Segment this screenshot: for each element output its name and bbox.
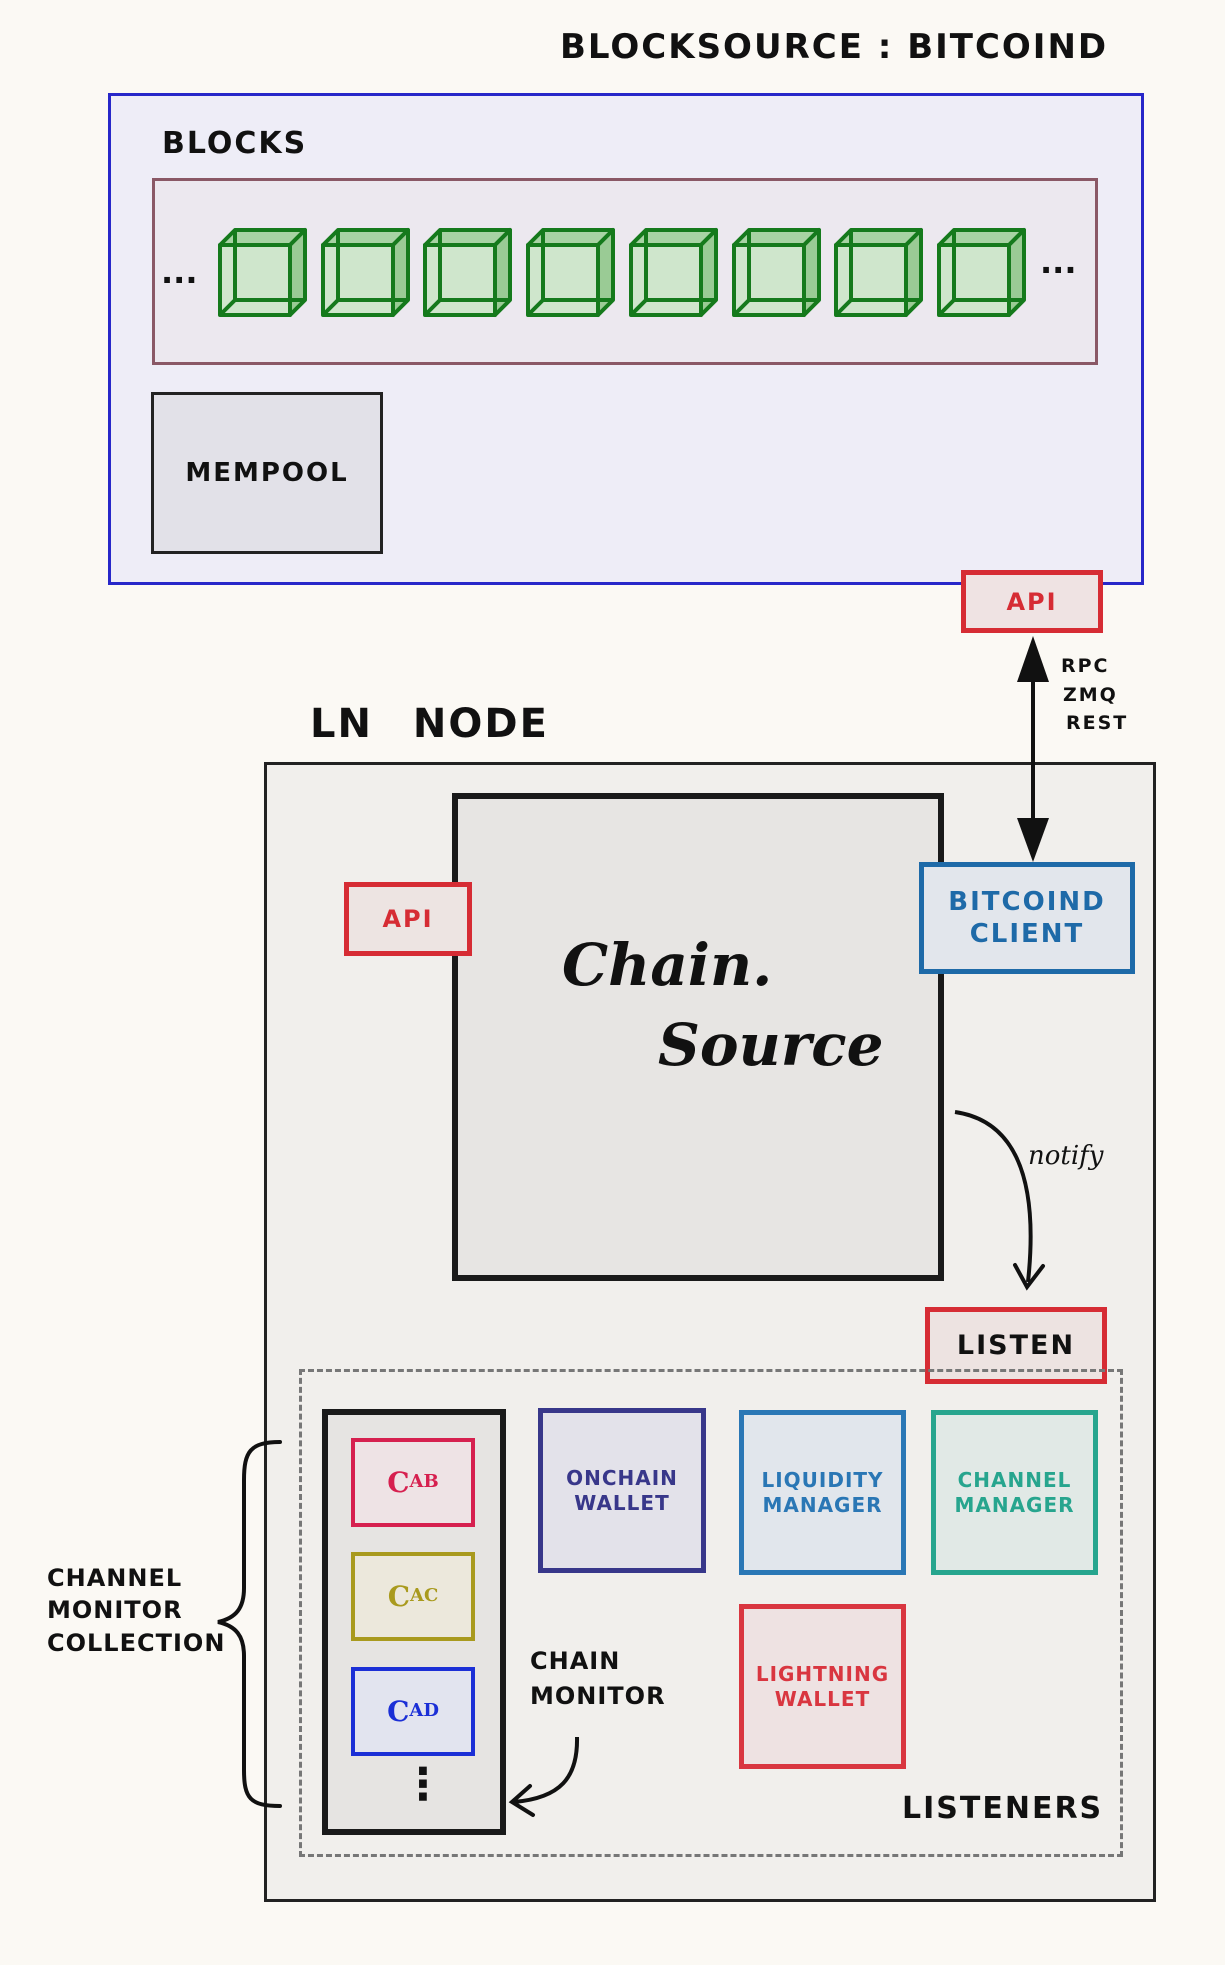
cmc-line-3: COLLECTION	[47, 1628, 226, 1657]
channel-monitor-collection-label: CHANNEL MONITOR COLLECTION	[47, 1562, 225, 1659]
chain-monitor-line-1: CHAIN	[530, 1647, 621, 1675]
chain-monitor-label: CHAIN MONITOR	[530, 1644, 666, 1714]
notify-label: notify	[1028, 1141, 1104, 1171]
ln-node-title: LN NODE	[310, 701, 549, 747]
listeners-region	[299, 1369, 1123, 1857]
ln-node-api-box: API	[344, 882, 472, 956]
channel-manager-line1: CHANNEL	[957, 1467, 1072, 1492]
bitcoind-client-label-line2: CLIENT	[969, 919, 1085, 949]
channel-manager-box: CHANNEL MANAGER	[931, 1410, 1098, 1575]
liquidity-manager-box: LIQUIDITY MANAGER	[739, 1410, 906, 1575]
mempool-label: MEMPOOL	[185, 457, 349, 488]
chain-source-box	[452, 793, 944, 1281]
chain-source-label-line2: Source	[658, 1011, 884, 1079]
bitcoind-client-box: BITCOIND CLIENT	[919, 862, 1135, 974]
blocks-ellipsis-left: ...	[161, 253, 198, 291]
ln-node-api-label: API	[382, 905, 434, 933]
blocksource-title: BLOCKSOURCE : BITCOIND	[560, 27, 1109, 67]
bitcoind-client-label-line1: BITCOIND	[948, 886, 1106, 917]
lightning-wallet-line1: LIGHTNING	[755, 1661, 890, 1686]
onchain-wallet-line1: ONCHAIN	[566, 1465, 678, 1490]
protocol-rest-label: REST	[1066, 712, 1129, 734]
listen-label: LISTEN	[956, 1329, 1076, 1361]
channel-monitor-ab-sub: AB	[409, 1471, 439, 1493]
channel-monitor-ad-base: C	[387, 1695, 410, 1728]
protocol-zmq-label: ZMQ	[1063, 684, 1118, 706]
lightning-wallet-line2: WALLET	[774, 1686, 871, 1711]
onchain-wallet-box: ONCHAIN WALLET	[538, 1408, 706, 1573]
blocks-ellipsis-right: ...	[1040, 243, 1077, 281]
blocksource-api-box: API	[961, 570, 1103, 633]
channel-monitor-ac-base: C	[387, 1580, 410, 1613]
chain-source-label-line1: Chain.	[562, 931, 773, 999]
protocol-rpc-label: RPC	[1061, 655, 1110, 677]
blocksource-api-label: API	[1006, 587, 1058, 616]
mempool-box: MEMPOOL	[151, 392, 383, 554]
channel-manager-line2: MANAGER	[954, 1492, 1075, 1517]
liquidity-manager-line2: MANAGER	[762, 1492, 883, 1517]
channel-monitor-ac-sub: AC	[410, 1585, 439, 1607]
cmc-line-1: CHANNEL	[47, 1564, 183, 1592]
channel-monitor-more: ⋮	[401, 1759, 445, 1810]
listeners-label: LISTENERS	[902, 1791, 1104, 1826]
cmc-line-2: MONITOR	[47, 1596, 183, 1625]
channel-monitor-ab-base: C	[387, 1466, 410, 1499]
blocks-label: BLOCKS	[162, 126, 308, 161]
blocks-container	[152, 178, 1098, 365]
onchain-wallet-line2: WALLET	[574, 1490, 670, 1515]
channel-monitor-ad-sub: AD	[409, 1700, 439, 1722]
liquidity-manager-line1: LIQUIDITY	[761, 1467, 884, 1492]
lightning-wallet-box: LIGHTNING WALLET	[739, 1604, 906, 1769]
chain-monitor-line-2: MONITOR	[530, 1681, 666, 1710]
